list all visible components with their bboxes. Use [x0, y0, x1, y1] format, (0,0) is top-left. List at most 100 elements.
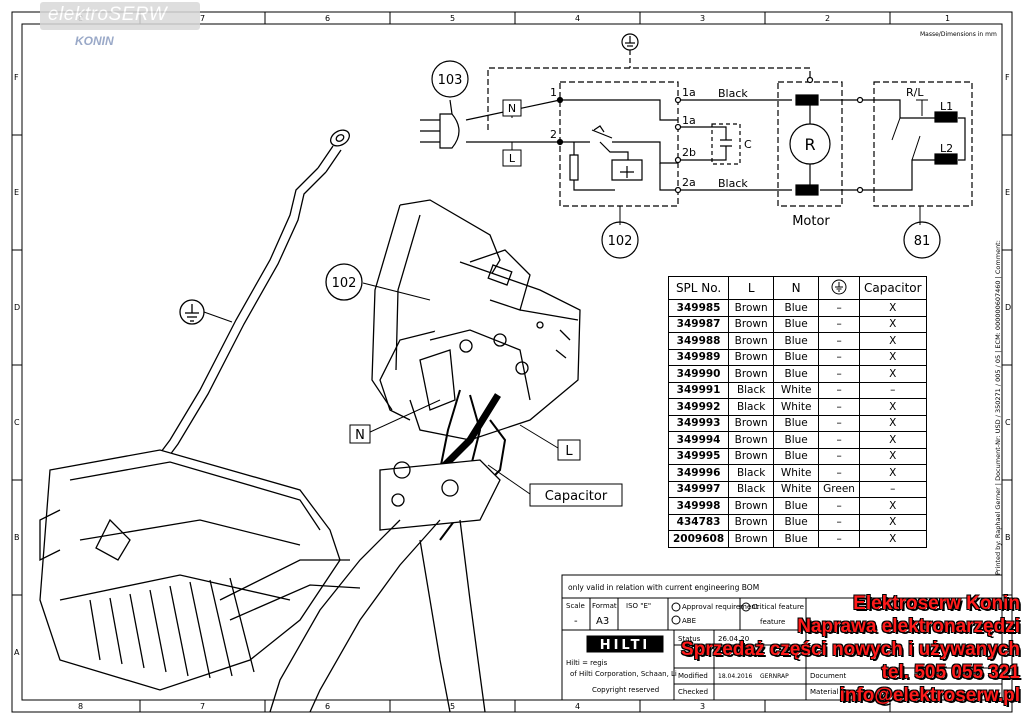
row-label: D [14, 303, 20, 312]
terminal-2a: 2a [682, 176, 696, 189]
spl-cell: 349994 [667, 431, 730, 449]
ground-cell: – [818, 464, 860, 482]
l-cell: Brown [728, 365, 775, 383]
legal-text: Hilti = regis [566, 659, 608, 667]
capacitor-cell: X [858, 398, 927, 416]
n-cell: Blue [773, 513, 820, 531]
ground-cell: – [818, 497, 860, 515]
row-label: C [1005, 418, 1011, 427]
spl-cell: 434783 [667, 513, 730, 531]
header-l: L [728, 276, 775, 300]
header-spl: SPL No. [667, 276, 730, 300]
ground-cell: – [818, 431, 860, 449]
capacitor-cell: – [858, 480, 927, 498]
col-label: 8 [78, 702, 83, 711]
wire-black-label: Black [718, 87, 748, 100]
row-label: E [1005, 188, 1010, 197]
header-n: N [773, 276, 820, 300]
row-label: B [14, 533, 20, 542]
spl-cell: 349992 [667, 398, 730, 416]
row-label: A [14, 648, 20, 657]
power-cord [219, 519, 486, 713]
approval-label: Approval requirement [682, 603, 759, 611]
document-label: Document [810, 672, 847, 680]
capacitor-cell: X [858, 348, 927, 366]
capacitor-cell: X [858, 414, 927, 432]
spl-cell: 349990 [667, 365, 730, 383]
status-date: 26.04.20 [718, 635, 749, 643]
overlay-line: info@elektroserw.pl [839, 685, 1020, 706]
spl-cell: 349993 [667, 414, 730, 432]
title-block-text: only valid in relation with current engi… [566, 583, 847, 696]
modified-by: GERNRAP [760, 673, 789, 680]
n-cell: Blue [773, 299, 820, 317]
drawing-labels: 102 N L Capacitor [325, 263, 623, 507]
col-label: 6 [325, 702, 330, 711]
ground-cell: Green [818, 480, 860, 498]
ground-wire [139, 129, 350, 483]
capacitor-cell: X [858, 315, 927, 333]
mains-plug [420, 99, 460, 149]
watermark-brand: elektroSERW [48, 4, 168, 25]
status-label: Status [678, 635, 701, 643]
schematic-n-label: N [508, 102, 516, 115]
motor-label: Motor [792, 214, 830, 229]
l-cell: Brown [728, 414, 775, 432]
format-label: Format [592, 602, 617, 610]
spl-cell: 2009608 [667, 530, 730, 548]
handle-housing [39, 449, 341, 691]
ground-icon [831, 279, 847, 294]
overlay-line: Sprzedaż części nowych i używanych [681, 639, 1020, 660]
row-label: D [1005, 303, 1011, 312]
l-cell: Black [728, 398, 775, 416]
capacitor-cell: X [858, 513, 927, 531]
ground-cell: – [818, 513, 860, 531]
n-cell: White [773, 398, 820, 416]
n-cell: Blue [773, 348, 820, 366]
ground-cell: – [818, 530, 860, 548]
n-cell: White [773, 381, 820, 399]
capacitor-cell: X [858, 497, 927, 515]
spl-cell: 349991 [667, 381, 730, 399]
row-label: C [14, 418, 20, 427]
l-cell: Brown [728, 299, 775, 317]
col-label: 2 [825, 14, 830, 23]
capacitor-cell: X [858, 464, 927, 482]
wire-black-label: Black [718, 177, 748, 190]
n-cell: Blue [773, 530, 820, 548]
callout-103-circle [431, 60, 469, 98]
l-cell: Brown [728, 431, 775, 449]
switch-assembly-drawing [39, 129, 581, 713]
schematic-l-label: L [509, 152, 516, 165]
capacitor-cell: X [858, 530, 927, 548]
engineering-note: only valid in relation with current engi… [568, 583, 759, 592]
side-print-info: Printed by: Raphael Gerner | Document-Nr… [994, 240, 1002, 575]
rl-label: R/L [906, 86, 924, 99]
col-label: 1 [945, 14, 950, 23]
ground-cell: – [818, 299, 860, 317]
schematic-labels: 103 N L 1 2 1a 1a 2b 2a Black Black C R … [438, 73, 954, 249]
drawing-n-label: N [355, 428, 365, 443]
sheet-frame [11, 11, 1013, 713]
overlay-line: Naprawa elektronarzędzi [797, 616, 1020, 637]
table-header-row: SPL No. L N Capacitor [667, 276, 927, 300]
l2-label: L2 [940, 142, 953, 155]
frame-labels: 8 7 6 5 4 3 2 1 8 7 6 5 4 3 F E D C B A … [14, 14, 1011, 711]
n-cell: White [773, 480, 820, 498]
l1-label: L1 [940, 100, 953, 113]
spl-cell: 349987 [667, 315, 730, 333]
modified-date: 18.04.2016 [718, 673, 753, 680]
drawing-capacitor-label: Capacitor [545, 489, 608, 504]
col-label: 6 [325, 14, 330, 23]
dimensions-note: Masse/Dimensions in mm [920, 31, 997, 38]
